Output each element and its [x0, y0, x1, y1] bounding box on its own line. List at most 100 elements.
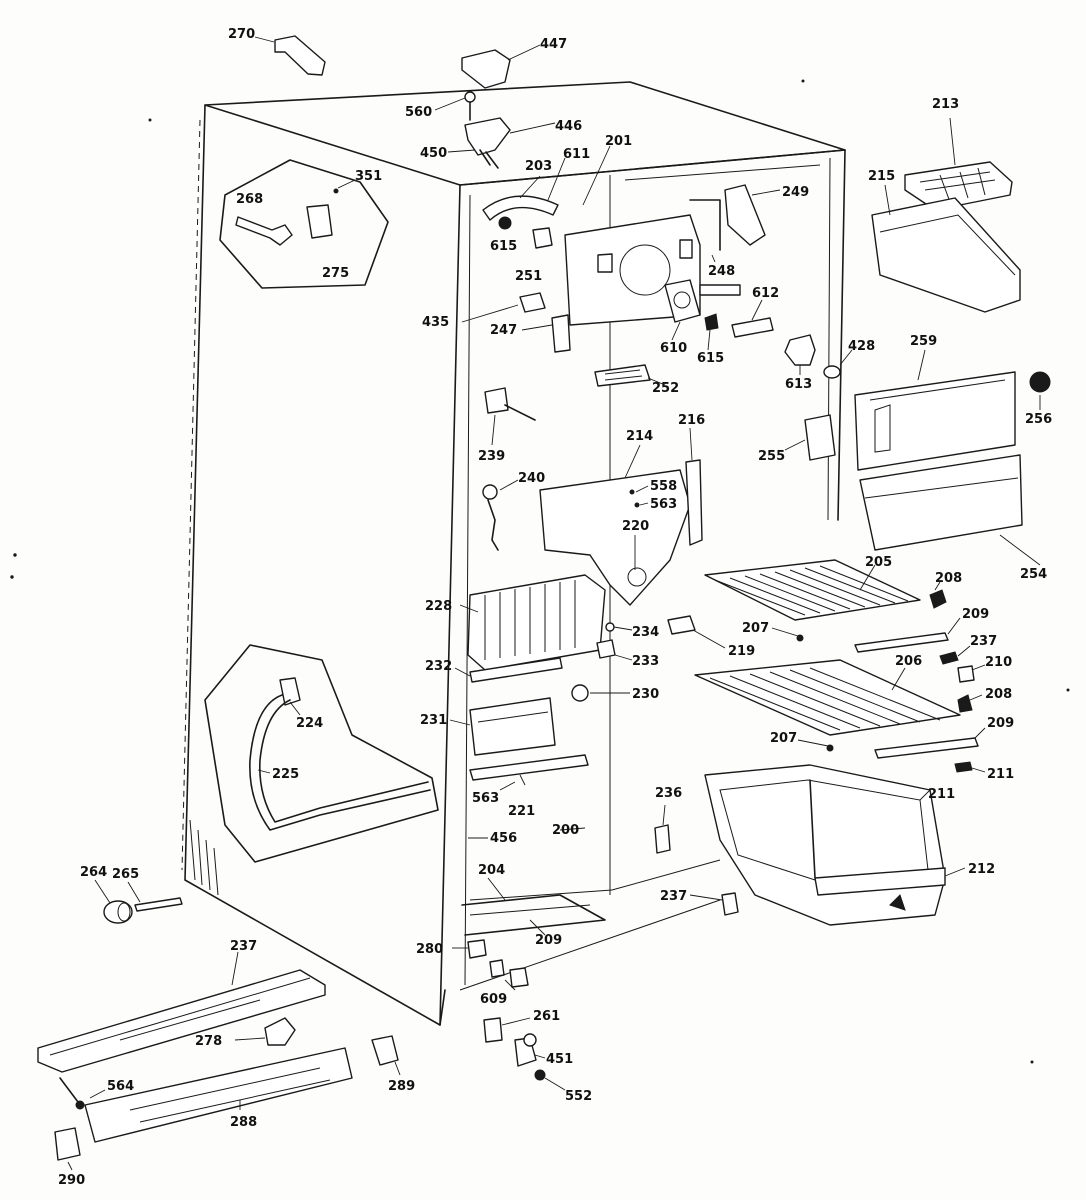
- top-hinge-cap-447: [461, 44, 541, 89]
- label-351: 351: [355, 169, 382, 184]
- label-207-lower: 207: [770, 731, 797, 746]
- label-435: 435: [422, 315, 449, 330]
- duct-parts-435-247: [461, 292, 571, 353]
- label-256: 256: [1025, 412, 1052, 427]
- gasket-255: [784, 414, 836, 461]
- heater-wire-240: [482, 479, 519, 551]
- door-shelf-254: [859, 454, 1041, 566]
- label-288: 288: [230, 1115, 257, 1130]
- caster-264: [94, 879, 183, 924]
- top-hinge-assembly: [434, 91, 556, 169]
- label-613: 613: [785, 377, 812, 392]
- thermostat-knob-group: [219, 159, 389, 289]
- label-211-bin: 211: [928, 787, 955, 802]
- label-560: 560: [405, 105, 432, 120]
- damper-part-428: [823, 349, 853, 379]
- label-237-roller: 237: [660, 889, 687, 904]
- label-231: 231: [420, 713, 447, 728]
- label-203: 203: [525, 159, 552, 174]
- label-213: 213: [932, 97, 959, 112]
- thermostat-239: [484, 387, 536, 446]
- ice-bin-215: [871, 184, 1021, 313]
- label-610: 610: [660, 341, 687, 356]
- label-254: 254: [1020, 567, 1047, 582]
- label-264: 264: [80, 865, 107, 880]
- label-270: 270: [228, 27, 255, 42]
- scan-specks: [10, 79, 1070, 1064]
- label-446: 446: [555, 119, 582, 134]
- air-duct-214: [539, 444, 691, 606]
- roller-237: [689, 892, 739, 916]
- label-428: 428: [848, 339, 875, 354]
- label-230: 230: [632, 687, 659, 702]
- grille-end-cap-290: [54, 1127, 81, 1171]
- drain-pan-231: [449, 697, 556, 756]
- label-208-lower: 208: [985, 687, 1012, 702]
- label-232: 232: [425, 659, 452, 674]
- label-205: 205: [865, 555, 892, 570]
- knob-256: [1029, 371, 1051, 410]
- freezer-light-assembly: [482, 145, 611, 249]
- label-206: 206: [895, 654, 922, 669]
- label-212: 212: [968, 862, 995, 877]
- label-275: 275: [322, 266, 349, 281]
- label-210: 210: [985, 655, 1012, 670]
- label-237-right: 237: [970, 634, 997, 649]
- part-number-labels: 270 447 560 446 450 203 611 201 249 213 …: [58, 27, 1052, 1188]
- label-612: 612: [752, 286, 779, 301]
- label-204: 204: [478, 863, 505, 878]
- bottom-front-parts: [452, 877, 606, 959]
- fan-shroud-248: [564, 199, 721, 326]
- label-207-upper: 207: [742, 621, 769, 636]
- label-220: 220: [622, 519, 649, 534]
- label-215: 215: [868, 169, 895, 184]
- label-252: 252: [652, 381, 679, 396]
- screw-564: [59, 1077, 106, 1110]
- label-251: 251: [515, 269, 542, 284]
- cabinet-front-leaders: [468, 827, 586, 839]
- fan-motor-assembly: [664, 279, 816, 375]
- label-450: 450: [420, 146, 447, 161]
- heater-loop-225: [204, 644, 439, 863]
- label-611: 611: [563, 147, 590, 162]
- label-214: 214: [626, 429, 653, 444]
- label-209-lower: 209: [987, 716, 1014, 731]
- label-289: 289: [388, 1079, 415, 1094]
- label-240: 240: [518, 471, 545, 486]
- label-552: 552: [565, 1089, 592, 1104]
- label-224: 224: [296, 716, 323, 731]
- label-247: 247: [490, 323, 517, 338]
- freezer-shelf-panel-259: [854, 349, 1016, 471]
- hinge-289: [371, 1035, 401, 1076]
- label-563-upper: 563: [650, 497, 677, 512]
- label-451: 451: [546, 1052, 573, 1067]
- label-239: 239: [478, 449, 505, 464]
- toe-grille-288: [84, 1047, 353, 1143]
- label-268: 268: [236, 192, 263, 207]
- label-280: 280: [416, 942, 443, 957]
- label-201: 201: [605, 134, 632, 149]
- leveling-leg-278: [234, 1017, 296, 1046]
- front-rail-237: [37, 951, 326, 1073]
- defrost-part-233: [596, 639, 633, 661]
- label-216: 216: [678, 413, 705, 428]
- bottom-hinge-parts: [483, 959, 566, 1091]
- label-249: 249: [782, 185, 809, 200]
- label-233: 233: [632, 654, 659, 669]
- label-200: 200: [552, 823, 579, 838]
- drain-trough-232: [454, 657, 563, 683]
- hinge-cover-270: [254, 35, 326, 76]
- heater-221: [469, 754, 589, 791]
- label-261: 261: [533, 1009, 560, 1024]
- label-259: 259: [910, 334, 937, 349]
- wire-shelf-205: [704, 559, 921, 621]
- label-208-upper: 208: [935, 571, 962, 586]
- label-563-lower: 563: [472, 791, 499, 806]
- sensor-219: [667, 615, 726, 649]
- label-221: 221: [508, 804, 535, 819]
- label-265: 265: [112, 867, 139, 882]
- crisper-drawer-211: [704, 764, 966, 926]
- label-209-upper: 209: [962, 607, 989, 622]
